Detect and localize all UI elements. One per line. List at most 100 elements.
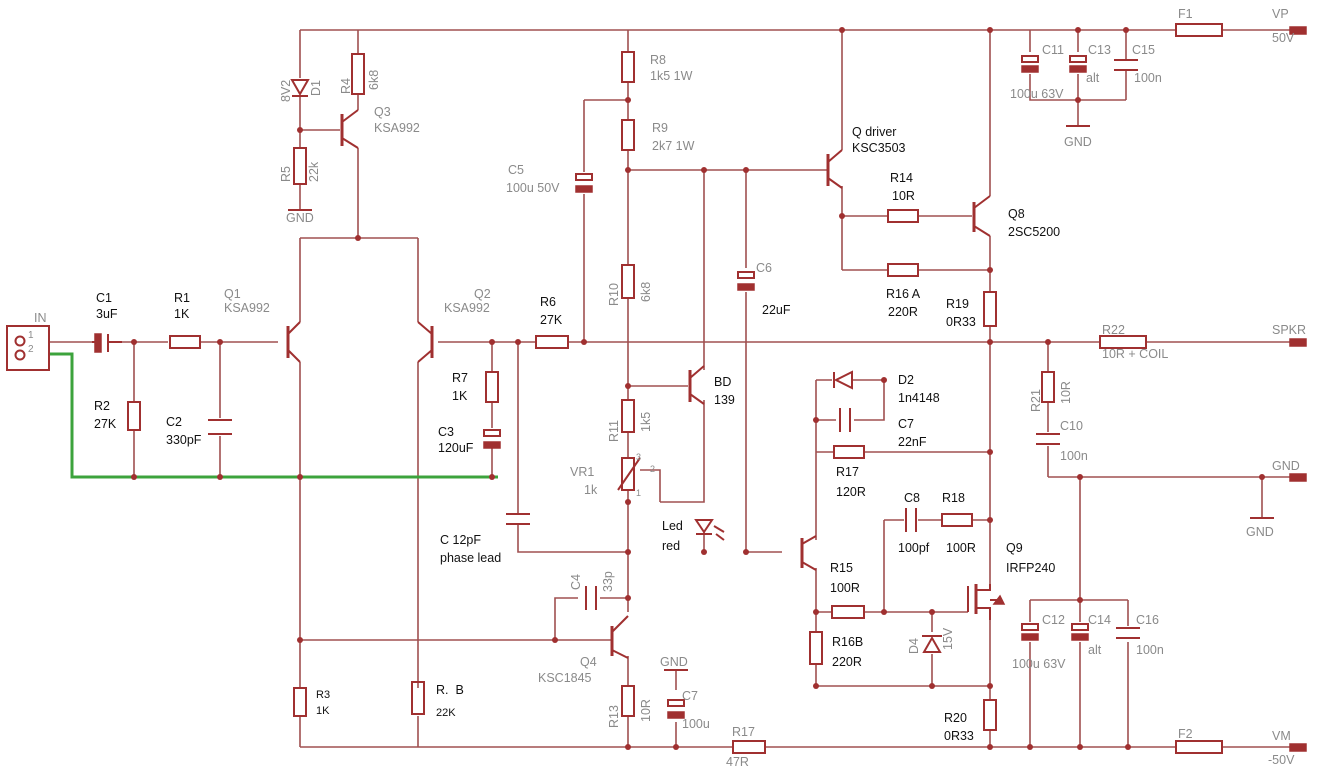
r17a-value: 47R [726,755,749,769]
q4-ref: Q4 [580,655,597,669]
c6-value: 22uF [762,303,791,317]
c2-value: 330pF [166,433,202,447]
vm-volts: -50V [1268,753,1295,767]
c3-ref: C3 [438,425,454,439]
d1-zener-diode [290,79,310,97]
input-connector [6,325,50,371]
connector-pin2: 2 [28,344,34,355]
c13-value: alt [1086,71,1100,85]
r6-resistor [535,335,569,349]
r17a-resistor [732,740,766,754]
r11-resistor [621,399,635,433]
bd-value: 139 [714,393,735,407]
r4-resistor [351,53,365,95]
r5-resistor [293,147,307,185]
led-ref: Led [662,519,683,533]
r21-resistor [1041,371,1055,403]
d4-zener-diode [922,635,942,653]
gnd-r5-label: GND [286,211,314,225]
c8-capacitor [905,508,917,532]
bd-ref: BD [714,375,731,389]
c6-capacitor [737,271,755,291]
r19-value: 0R33 [946,315,976,329]
c3-value: 120uF [438,441,474,455]
c2-capacitor [208,419,232,435]
r10-resistor [621,264,635,299]
junctions [131,27,1265,750]
r14-value: 10R [892,189,915,203]
d4-ref: D4 [907,638,921,654]
c12pf-ref: C 12pF [440,533,481,547]
c7a-capacitor [667,699,685,719]
rb-resistor [411,681,425,715]
r14-resistor [887,209,919,223]
q8-transistor [972,195,991,237]
f1-fuse [1175,23,1223,37]
input-pin-1 [14,335,26,347]
c11-capacitor [1021,55,1039,73]
c1-value: 3uF [96,307,118,321]
q3-ref: Q3 [374,105,391,119]
bd139-transistor [688,365,705,405]
connector-pin1: 1 [28,330,34,341]
c4-capacitor [585,586,597,610]
q8-value: 2SC5200 [1008,225,1060,239]
r18-value: 100R [946,541,976,555]
r21-ref: R21 [1029,389,1043,412]
q9-mosfet [967,584,1006,620]
c12-value: 100u 63V [1012,657,1066,671]
r13-resistor [621,685,635,717]
gnd-rail-label: GND [1272,459,1300,473]
r4-value: 6k8 [367,70,381,90]
d1-ref: D1 [309,80,323,96]
r10-ref: R10 [607,283,621,306]
c3-capacitor [483,429,501,449]
f1-ref: F1 [1178,7,1193,21]
c12pf-capacitor [506,513,530,525]
c13-capacitor [1069,55,1087,73]
q9-ref: Q9 [1006,541,1023,555]
q1-ref: Q1 [224,287,241,301]
q1-value: KSA992 [224,301,270,315]
q1-transistor [286,321,301,363]
c14-ref: C14 [1088,613,1111,627]
q2-transistor [417,321,434,363]
d2-ref: D2 [898,373,914,387]
r13-value: 10R [639,699,653,722]
r5-value: 22k [307,161,321,182]
c11-ref: C11 [1042,43,1064,57]
d2-value: 1n4148 [898,391,940,405]
q2-value: KSA992 [444,301,490,315]
r10-value: 6k8 [639,282,653,302]
vp-terminal [1289,26,1307,35]
spkr-terminal [1289,338,1307,347]
vr1-value: 1k [584,483,598,497]
r3-value: 1K [316,705,330,717]
f2-fuse [1175,740,1223,754]
c7b-capacitor [839,408,851,432]
q8-ref: Q8 [1008,207,1025,221]
c8-ref: C8 [904,491,920,505]
vm-label: VM [1272,729,1291,743]
r16b-resistor [809,631,823,665]
r9-ref: R9 [652,121,668,135]
r21-value: 10R [1059,381,1073,404]
vr1-potentiometer [621,457,635,491]
r20-resistor [983,699,997,731]
q4-transistor [610,615,629,659]
r3-resistor [293,687,307,717]
qdriver-value: KSC3503 [852,141,906,155]
c14-capacitor [1071,623,1089,641]
c15-capacitor [1114,59,1138,71]
r16a-value: 220R [888,305,918,319]
r7-resistor [485,371,499,403]
r19-ref: R19 [946,297,969,311]
q2-ref: Q2 [474,287,491,301]
gnd-top-label: GND [1064,135,1092,149]
rb-value: 22K [436,707,456,719]
gnd-terminal [1289,473,1307,482]
vr1-pin2: 2 [650,464,655,474]
r17a-ref: R17 [732,725,755,739]
vr1-pin3: 3 [636,452,641,462]
